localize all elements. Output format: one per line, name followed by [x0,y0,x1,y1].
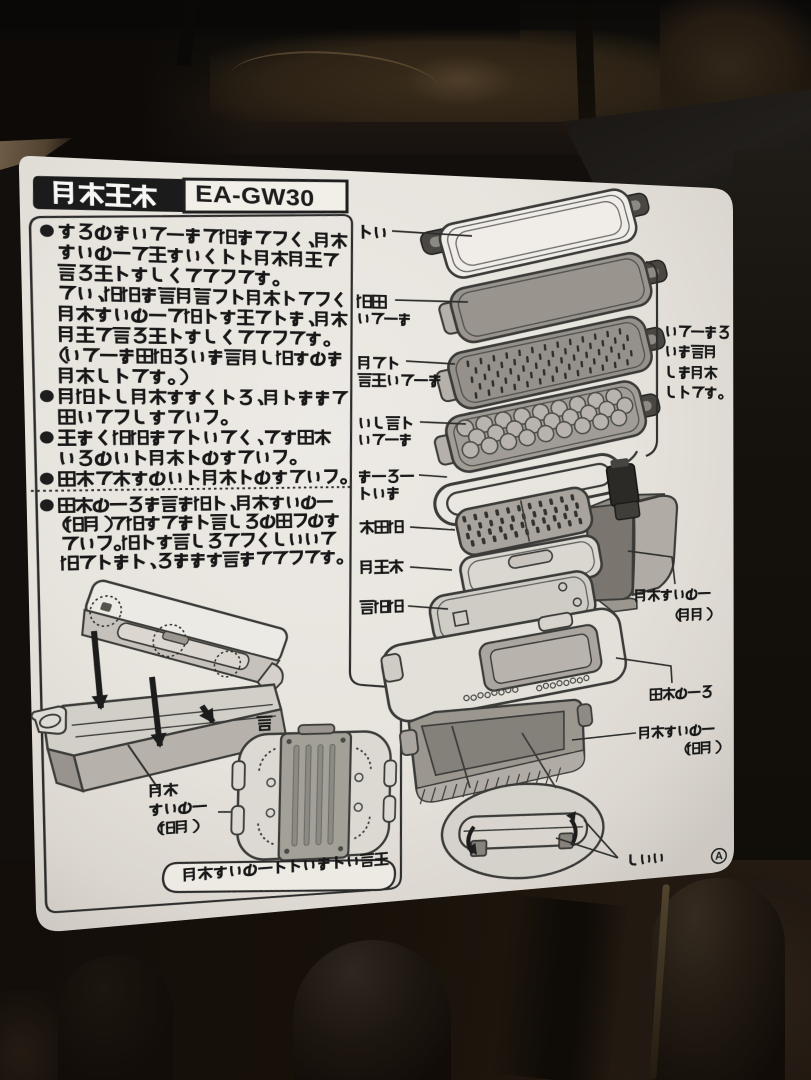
svg-text:EA-GW30: EA-GW30 [195,180,315,212]
svg-text:A: A [715,850,723,862]
